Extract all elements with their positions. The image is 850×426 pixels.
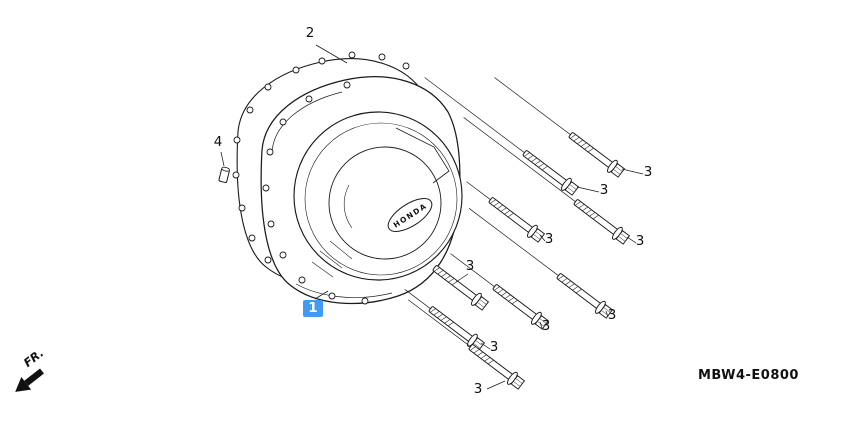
callout-part-3-7[interactable]: 3	[465, 258, 475, 274]
callout-part-3-9[interactable]: 3	[473, 381, 483, 397]
dowel-pin[interactable]	[218, 166, 230, 183]
callout-part-4[interactable]: 4	[213, 134, 223, 150]
bolt-2[interactable]	[420, 72, 581, 198]
callout-part-3-3[interactable]: 3	[635, 233, 645, 249]
callout-part-3-4[interactable]: 3	[544, 231, 554, 247]
front-marker-label: FR.	[21, 346, 46, 370]
callout-part-3-8[interactable]: 3	[489, 339, 499, 355]
bolt-5[interactable]	[465, 202, 615, 321]
callout-part-3-1[interactable]: 3	[643, 164, 653, 180]
bolt-1[interactable]	[490, 72, 627, 180]
callout-part-2[interactable]: 2	[305, 25, 315, 41]
diagram-code: MBW4-E0800	[698, 368, 799, 383]
callout-part-3-5[interactable]: 3	[607, 307, 617, 323]
callout-part-3-6[interactable]: 3	[541, 318, 551, 334]
callout-part-3-2[interactable]: 3	[599, 182, 609, 198]
bolt-7[interactable]	[429, 261, 491, 313]
bolt-6[interactable]	[446, 248, 551, 332]
front-direction-arrow: FR.	[15, 346, 46, 392]
leader-lines	[220, 44, 644, 390]
cover-bolt-holes	[262, 81, 369, 305]
bolt-3[interactable]	[459, 112, 632, 247]
generator-cover[interactable]: HONDA	[260, 76, 463, 305]
bolt-4[interactable]	[462, 176, 547, 245]
bolt-9[interactable]	[404, 294, 527, 392]
alternator-dome	[293, 111, 463, 281]
callout-part-1[interactable]: 1	[303, 300, 323, 317]
bolt-8[interactable]	[401, 284, 487, 354]
